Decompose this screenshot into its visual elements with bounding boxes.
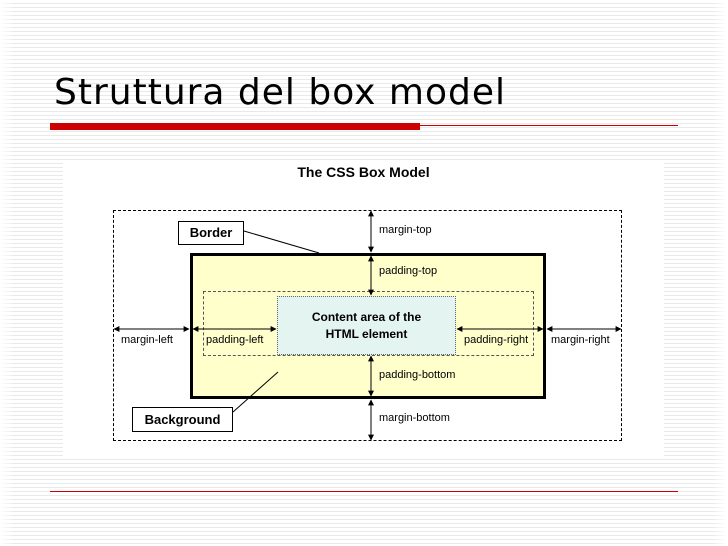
box-model-diagram: The CSS Box Model Content area of the HT…: [63, 160, 664, 457]
background-callout: Background: [132, 407, 233, 432]
dimension-arrows: [113, 210, 622, 441]
padding-left-label: padding-left: [206, 334, 264, 346]
margin-right-label: margin-right: [551, 334, 610, 346]
padding-bottom-label: padding-bottom: [379, 369, 456, 381]
footer-rule-line: [50, 491, 678, 492]
margin-area: [113, 210, 622, 441]
background-callout-leader: [232, 371, 279, 413]
margin-left-label: margin-left: [121, 334, 173, 346]
content-label-line1: Content area of the: [311, 309, 422, 324]
content-area: Content area of the HTML element: [277, 296, 456, 355]
border-callout-leader: [243, 230, 320, 254]
title-accent-bar: [50, 123, 420, 130]
title-rule-line: [420, 125, 678, 126]
diagram-title: The CSS Box Model: [297, 164, 430, 180]
border-callout: Border: [178, 221, 244, 245]
margin-bottom-label: margin-bottom: [379, 412, 450, 424]
content-label-line2: HTML element: [325, 326, 408, 341]
margin-top-label: margin-top: [379, 224, 432, 236]
slide-title: Struttura del box model: [54, 72, 506, 113]
padding-right-label: padding-right: [464, 334, 529, 346]
padding-top-label: padding-top: [379, 265, 438, 277]
